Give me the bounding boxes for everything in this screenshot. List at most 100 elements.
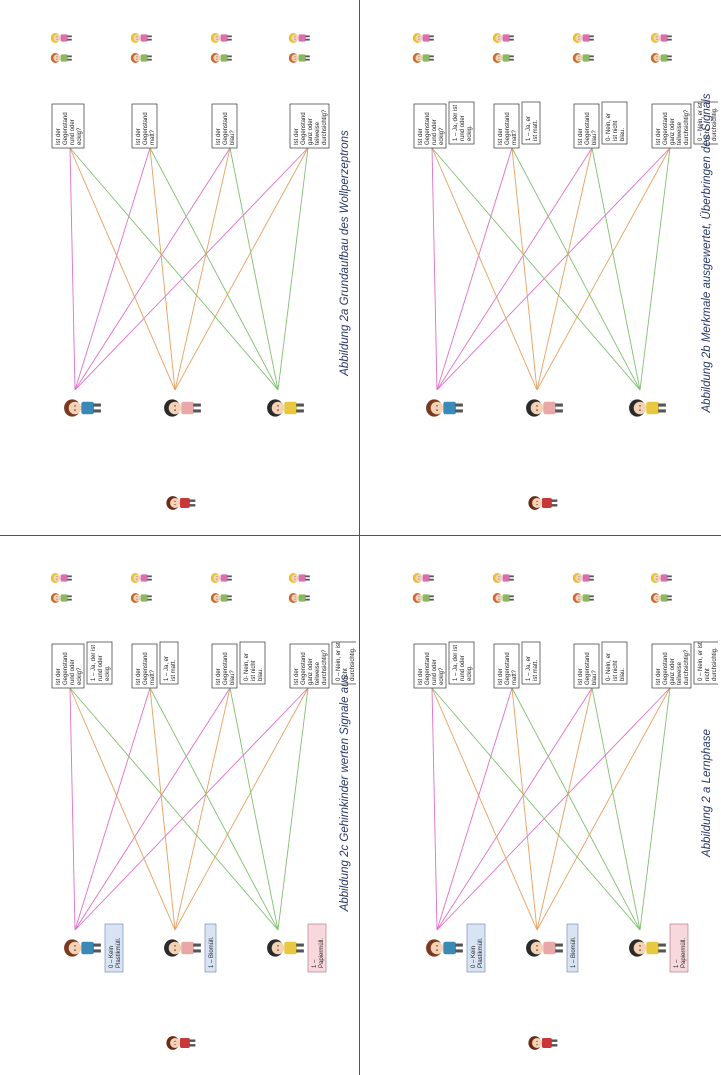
question-text-line: Ist der (656, 668, 662, 685)
wool-line (512, 688, 640, 930)
answer-text-line: eckig. (467, 125, 473, 141)
question-text-line: ganz oder (670, 118, 676, 145)
output-label-1: 0 – KeinPlastikmüll. (467, 924, 485, 972)
wool-line (70, 148, 175, 390)
answer-box-1: 1 – Ja, der istrund odereckig. (449, 102, 474, 144)
output-text-line: 1 – Biomüll. (571, 936, 577, 968)
sensor-kid (413, 33, 434, 43)
question-text-line: Gegenstand (301, 652, 307, 685)
question-text-line: Gegenstand (223, 112, 229, 145)
question-text-line: Gegenstand (425, 652, 431, 685)
sensor-kid (51, 593, 72, 603)
answer-text-line: ist matt. (533, 660, 539, 681)
wool-line (432, 688, 537, 930)
question-text-line: Ist der (216, 668, 222, 685)
question-text-line: Gegenstand (223, 652, 229, 685)
answer-text-line: blau. (620, 128, 626, 141)
sensor-kid (289, 593, 310, 603)
question-box-3: Ist derGegenstandblau? (212, 644, 237, 688)
question-text-line: rund oder (432, 119, 438, 145)
sensor-kid (211, 53, 232, 63)
output-kid-1 (426, 939, 463, 956)
question-box-3: Ist derGegenstandblau? (212, 104, 237, 148)
output-kid-3 (267, 939, 304, 956)
question-text-line: ganz oder (670, 658, 676, 685)
question-text-line: Ist der (578, 128, 584, 145)
wool-line (432, 148, 537, 390)
question-text-line: Ist der (498, 668, 504, 685)
output-text-line: 1 – (674, 959, 680, 968)
question-text-line: blau? (230, 130, 236, 145)
answer-box-3: 0- Nein, erist nichtblau. (240, 642, 265, 684)
output-kid-1 (426, 399, 463, 416)
sensor-kid (493, 53, 514, 63)
question-box-1: Ist derGegenstandrund odereckig? (414, 644, 446, 688)
question-text-line: blau? (230, 670, 236, 685)
question-text-line: ganz oder (308, 658, 314, 685)
wool-line (230, 148, 278, 390)
wool-line (432, 148, 437, 390)
answer-text-line: 1 – Ja, er (526, 116, 532, 141)
sensor-kid (51, 53, 72, 63)
answer-box-3: 0- Nein, erist nichtblau. (602, 642, 627, 684)
output-text-line: Plastikmüll. (478, 937, 484, 968)
question-text-line: Gegenstand (143, 112, 149, 145)
answer-text-line: nicht (705, 668, 711, 681)
question-text-line: Gegenstand (301, 112, 307, 145)
question-text-line: Ist der (56, 128, 62, 145)
output-label-1: 0 – KeinPlastikmüll. (105, 924, 123, 972)
sensor-kid (289, 53, 310, 63)
wool-lines (70, 148, 308, 390)
sensor-kid (211, 593, 232, 603)
question-text-line: Ist der (418, 668, 424, 685)
output-text: 1 – Biomüll. (209, 936, 215, 968)
question-text-line: rund oder (70, 659, 76, 685)
sensor-kid (289, 573, 310, 583)
question-text-line: Ist der (418, 128, 424, 145)
answer-text: 1 – Ja, erist matt. (526, 656, 539, 681)
answer-box-4: 0 – Nein, er istnichtdurchsichtig. (694, 642, 718, 684)
question-text-line: Ist der (216, 128, 222, 145)
vertical-divider (359, 0, 360, 1075)
sensor-kid (651, 593, 672, 603)
answer-box-2: 1 – Ja, erist matt. (160, 642, 178, 684)
wool-line (70, 688, 278, 930)
question-text-line: Gegenstand (143, 652, 149, 685)
diagram-svg: Ist derGegenstandrund odereckig? 1 – Ja, … (362, 540, 718, 1073)
question-text-line: Gegenstand (505, 112, 511, 145)
answer-text-line: eckig. (467, 665, 473, 681)
question-text-line: teilweise (315, 661, 321, 685)
question-text-line: matt? (150, 129, 156, 145)
sensor-kid (573, 33, 594, 43)
teacher-kid (528, 1036, 557, 1050)
output-label-3: 1 –Papiermüll. (308, 924, 326, 972)
answer-text-line: ist nicht (613, 120, 619, 141)
answer-text-line: blau. (620, 668, 626, 681)
sensor-kid (131, 593, 152, 603)
wool-line (175, 148, 308, 390)
sensor-kid (493, 593, 514, 603)
wool-line (278, 148, 308, 390)
teacher-kid (166, 496, 195, 510)
answer-box-2: 1 – Ja, erist matt. (522, 642, 540, 684)
panel-2a-grundaufbau: Ist derGegenstandrund odereckig?Ist derG… (0, 0, 356, 533)
answer-box-3: 0- Nein, erist nichtblau. (602, 102, 627, 144)
output-kid-3 (629, 939, 666, 956)
wool-line (70, 688, 75, 930)
wool-line (150, 688, 175, 930)
wool-line (175, 148, 230, 390)
question-text-line: Gegenstand (663, 112, 669, 145)
answer-text-line: 1 – Ja, der ist (91, 645, 97, 681)
question-text-line: Gegenstand (505, 652, 511, 685)
answer-text-line: ist matt. (533, 120, 539, 141)
answer-text: 1 – Ja, erist matt. (164, 656, 177, 681)
question-box-1: Ist derGegenstandrund odereckig? (52, 644, 84, 688)
wool-line (75, 688, 230, 930)
question-text-line: Ist der (56, 668, 62, 685)
wool-line (150, 688, 278, 930)
sensor-kid (51, 573, 72, 583)
question-text-line: teilweise (677, 121, 683, 145)
wool-line (150, 148, 278, 390)
sensor-kid (289, 33, 310, 43)
wool-line (175, 688, 230, 930)
